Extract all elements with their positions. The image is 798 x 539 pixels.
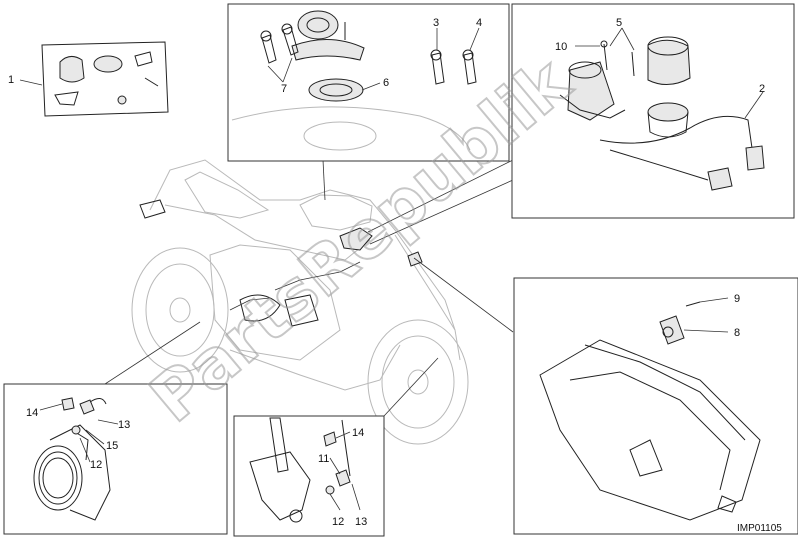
- callout-numbers: 1 2 3 4 5 6 7 8 9 10 11 12 12 13 13 14 1…: [8, 17, 765, 528]
- callout-11: 11: [318, 453, 329, 465]
- leader-lines: [104, 159, 514, 417]
- callout-8: 8: [734, 327, 740, 339]
- callout-7: 7: [281, 83, 287, 95]
- callout-14-front: 14: [352, 427, 364, 439]
- callout-5: 5: [616, 17, 622, 29]
- callout-2: 2: [759, 83, 765, 95]
- fuel-cap-detail-box: [227, 3, 510, 162]
- battery-box-detail-box: [513, 277, 798, 535]
- callout-14-rear: 14: [26, 407, 38, 419]
- callout-3: 3: [433, 17, 439, 29]
- callout-13-front: 13: [355, 516, 367, 528]
- callout-15: 15: [106, 440, 118, 452]
- front-sensor-detail-box: [233, 415, 385, 537]
- rear-sensor-detail-box: [3, 383, 228, 535]
- callout-10: 10: [555, 41, 567, 53]
- callout-9: 9: [734, 293, 740, 305]
- diagram-code: IMP01105: [737, 523, 782, 534]
- callout-6: 6: [383, 77, 389, 89]
- callout-12-rear: 12: [90, 459, 102, 471]
- steering-lock-detail-box: [511, 3, 795, 219]
- key-set-inset: [19, 41, 169, 117]
- callout-12-front: 12: [332, 516, 344, 528]
- callout-13-rear: 13: [118, 419, 130, 431]
- callout-4: 4: [476, 17, 482, 29]
- callout-1: 1: [8, 74, 14, 86]
